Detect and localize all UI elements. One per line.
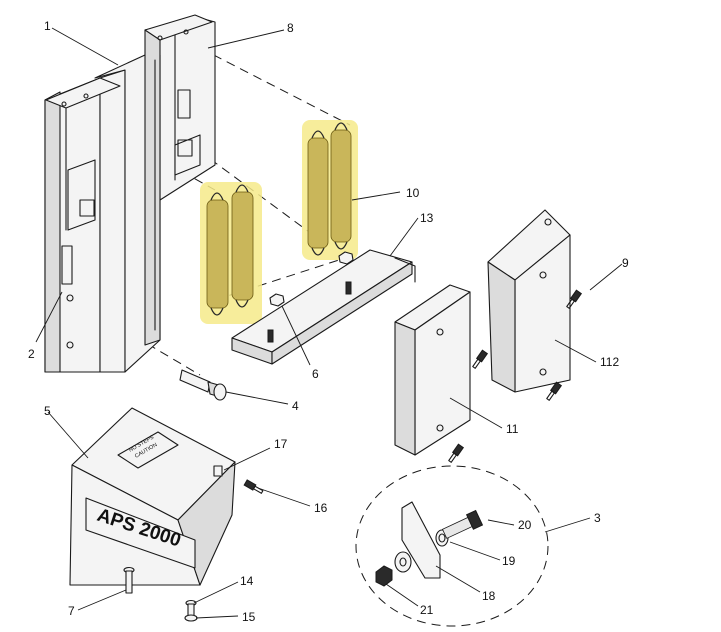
spring-coil — [206, 199, 229, 309]
part-10-springs-lower — [200, 182, 262, 324]
part-3-detail-view — [355, 465, 549, 627]
nut-icon — [269, 293, 285, 307]
leader-lines — [35, 27, 623, 619]
callout-2: 2 — [28, 347, 35, 361]
callout-17: 17 — [274, 437, 288, 451]
callout-14: 14 — [240, 574, 254, 588]
screw-icon — [472, 349, 489, 369]
spring-coil — [307, 137, 329, 249]
part-18-plate — [401, 501, 441, 579]
part-4-bolt — [179, 369, 227, 401]
part-5-cover: APS 2000 NO STEPS CAUTION — [69, 407, 236, 586]
part-21-nut — [375, 565, 393, 587]
callout-labels: 1 2 3 4 5 6 7 8 9 10 11 13 14 15 16 17 1… — [28, 19, 629, 624]
screw-icon — [448, 443, 465, 463]
callout-18: 18 — [482, 589, 496, 603]
callout-16: 16 — [314, 501, 328, 515]
part-14-15-washer-bolt — [184, 599, 198, 622]
detail-circle — [355, 465, 549, 627]
nut-icon — [338, 251, 354, 265]
part-7-bolt — [123, 566, 135, 594]
spring-coil — [231, 191, 254, 301]
part-20-bolt — [441, 509, 484, 539]
screw-icon — [546, 381, 563, 401]
callout-1: 1 — [44, 19, 51, 33]
part-8-right-channel — [94, 14, 216, 373]
spring-coil — [330, 129, 352, 243]
brand-plate — [85, 497, 196, 569]
washer-icon — [394, 551, 412, 573]
screw-icon — [566, 289, 583, 309]
callout-13: 13 — [420, 211, 434, 225]
callout-8: 8 — [287, 21, 294, 35]
part-10-springs-upper — [302, 120, 358, 260]
callout-10: 10 — [406, 186, 420, 200]
screws — [243, 289, 583, 494]
part-112-side-bracket — [487, 209, 571, 393]
part-11-angle-bracket — [394, 284, 471, 456]
part-6-nuts — [269, 251, 354, 307]
callout-20: 20 — [518, 518, 532, 532]
callout-21: 21 — [420, 603, 434, 617]
callout-9: 9 — [622, 256, 629, 270]
callout-15: 15 — [242, 610, 256, 624]
callout-6: 6 — [312, 367, 319, 381]
warning-label — [117, 431, 179, 469]
alignment-line — [199, 47, 351, 126]
callout-112: 112 — [600, 355, 619, 369]
callout-7: 7 — [68, 604, 75, 618]
screw-icon — [243, 479, 264, 494]
callout-4: 4 — [292, 399, 299, 413]
part-17-clip — [213, 465, 223, 477]
part-13-spring-plate — [231, 249, 416, 365]
callout-11: 11 — [506, 422, 519, 436]
callout-19: 19 — [502, 554, 516, 568]
callout-3: 3 — [594, 511, 601, 525]
callout-5: 5 — [44, 404, 51, 418]
part-1-left-channel — [44, 69, 126, 373]
